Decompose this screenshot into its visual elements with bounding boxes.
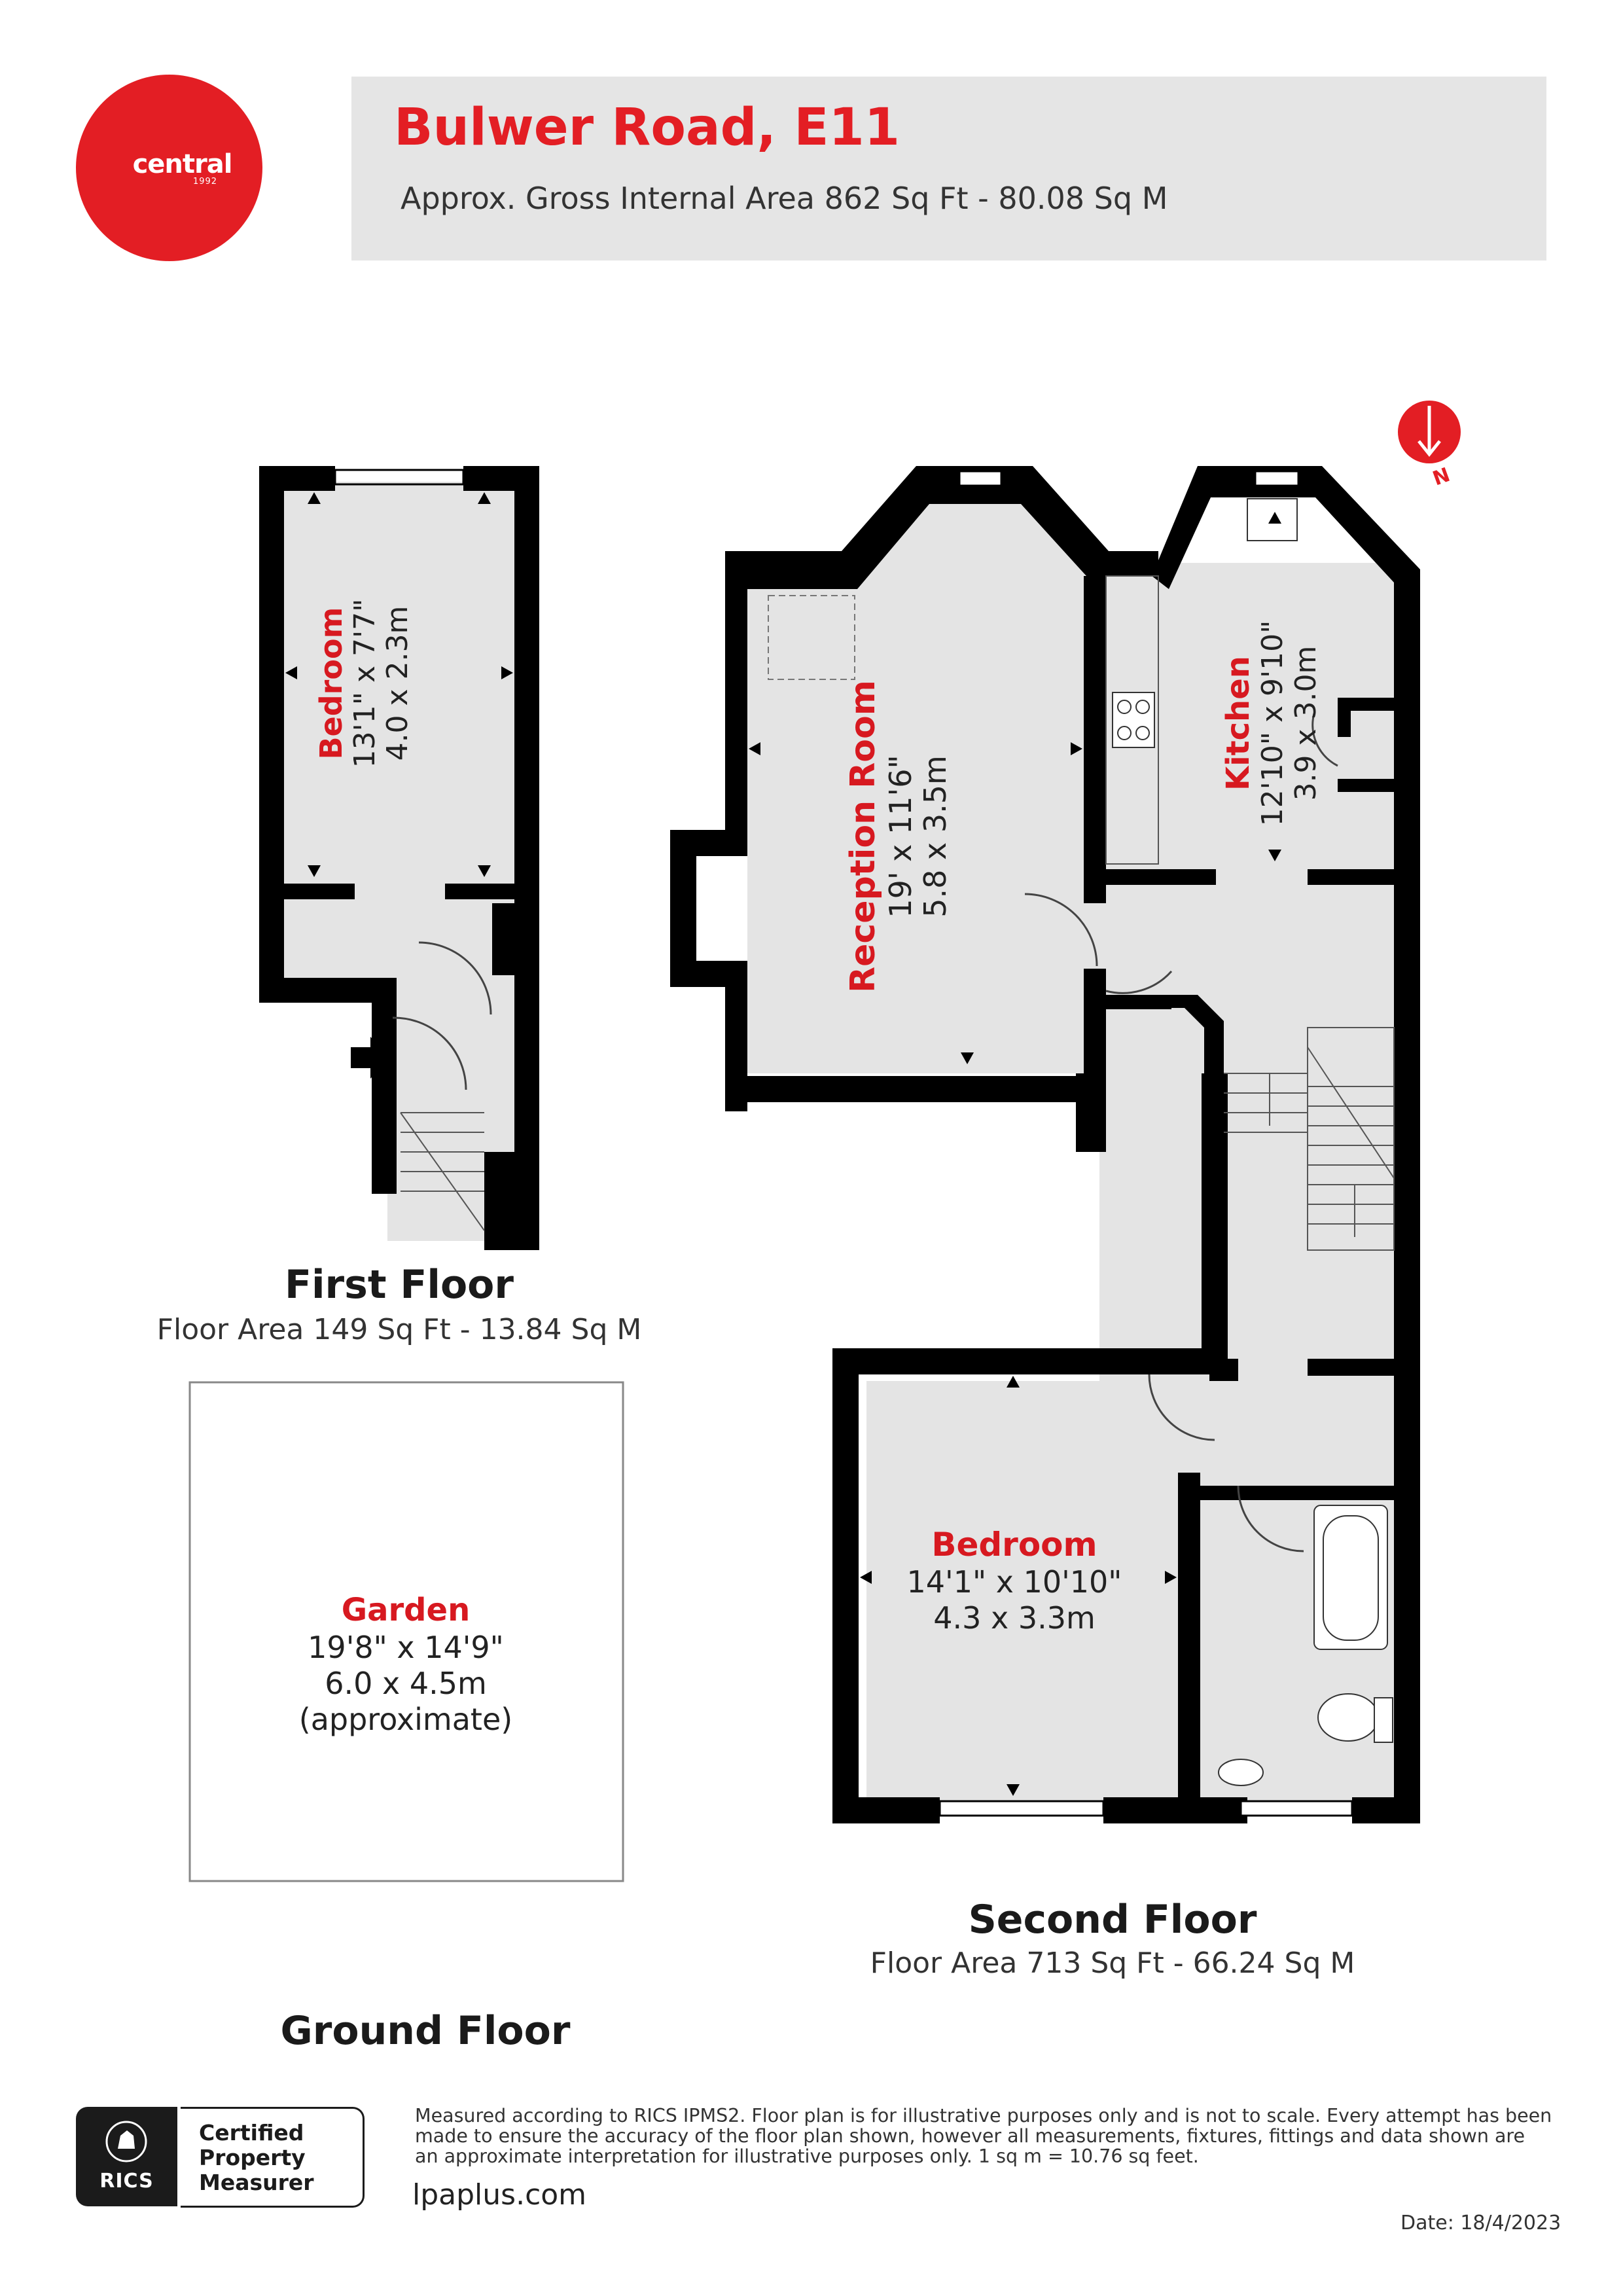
second-floor-title: Second Floor — [968, 1897, 1257, 1943]
kitchen-label: Kitchen 12'10" x 9'10" 3.9 x 3.0m — [1220, 592, 1323, 854]
first-floor-plan — [259, 466, 539, 1250]
header-panel — [351, 77, 1546, 260]
room-dim-metric: 4.0 x 2.3m — [381, 605, 415, 761]
certified-property-measurer: Certified Property Measurer — [181, 2107, 365, 2208]
disclaimer-text: Measured according to RICS IPMS2. Floor … — [415, 2105, 1552, 2167]
second-floor-plan — [670, 466, 1420, 1823]
room-dim-metric: 5.8 x 3.5m — [917, 755, 953, 918]
room-dim-metric: 4.3 x 3.3m — [933, 1600, 1096, 1636]
logo-year: 1992 — [192, 177, 218, 187]
property-title: Bulwer Road, E11 — [394, 98, 901, 157]
plan-date: Date: 18/4/2023 — [1400, 2212, 1561, 2234]
room-dim-imperial: 13'1" x 7'7" — [348, 598, 382, 768]
second-floor-bedroom-label: Bedroom 14'1" x 10'10" 4.3 x 3.3m — [877, 1525, 1152, 1636]
room-dim-metric: 6.0 x 4.5m — [325, 1665, 487, 1701]
room-name: Kitchen — [1220, 656, 1257, 791]
compass-north-icon: N — [1398, 401, 1461, 491]
room-name: Bedroom — [931, 1526, 1097, 1564]
rics-word: RICS — [99, 2170, 154, 2193]
second-floor-area: Floor Area 713 Sq Ft - 66.24 Sq M — [870, 1946, 1355, 1980]
gross-internal-area: Approx. Gross Internal Area 862 Sq Ft - … — [401, 181, 1168, 216]
room-name: Bedroom — [313, 607, 349, 760]
room-dim-imperial: 19'8" x 14'9" — [308, 1629, 504, 1665]
room-dim-imperial: 12'10" x 9'10" — [1256, 620, 1290, 827]
room-note: (approximate) — [298, 1701, 513, 1737]
room-dim-imperial: 19' x 11'6" — [882, 755, 918, 918]
ground-floor-title: Ground Floor — [280, 2008, 571, 2054]
cert-line: Measurer — [199, 2170, 314, 2195]
room-name: Reception Room — [844, 680, 883, 993]
website-link[interactable]: lpaplus.com — [412, 2178, 587, 2212]
room-dim-metric: 3.9 x 3.0m — [1289, 645, 1323, 801]
cert-line: Certified — [199, 2120, 304, 2145]
room-name: Garden — [341, 1592, 471, 1628]
first-floor-title: First Floor — [284, 1262, 514, 1308]
garden-outline — [188, 1381, 624, 1882]
company-logo: central 1992 — [76, 75, 262, 261]
logo-word: central — [132, 149, 233, 179]
room-dim-imperial: 14'1" x 10'10" — [906, 1564, 1122, 1600]
reception-room-label: Reception Room 19' x 11'6" 5.8 x 3.5m — [844, 660, 953, 1013]
rics-lion-icon — [105, 2121, 147, 2162]
rics-badge: RICS — [76, 2107, 177, 2206]
first-floor-bedroom-label: Bedroom 13'1" x 7'7" 4.0 x 2.3m — [313, 559, 414, 808]
cert-line: Property — [199, 2145, 306, 2170]
compass-label: N — [1430, 463, 1454, 490]
first-floor-area: Floor Area 149 Sq Ft - 13.84 Sq M — [156, 1313, 642, 1346]
garden-label: Garden 19'8" x 14'9" 6.0 x 4.5m (approxi… — [255, 1592, 556, 1738]
